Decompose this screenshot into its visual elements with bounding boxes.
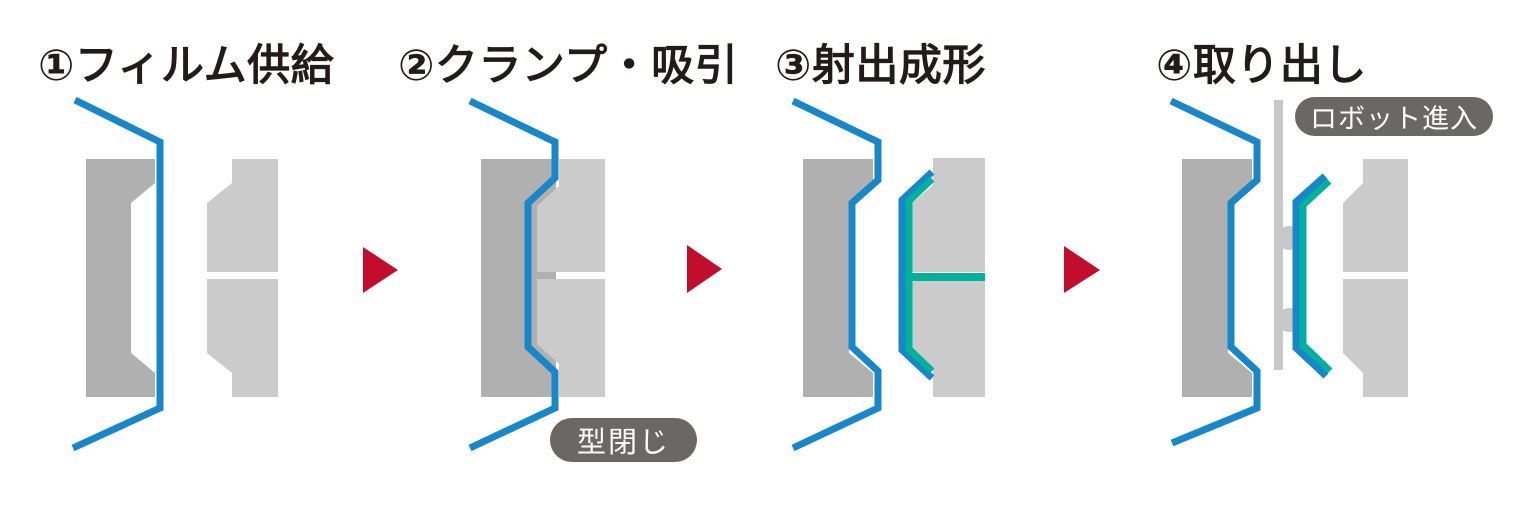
film-sheet-on-cavity [791,97,882,452]
panel-injection-molding [791,97,985,452]
panel-clamp-suction [468,97,605,452]
panel-film-supply [71,96,278,452]
core-mold-bottom [912,279,985,397]
mold-close-badge: 型閉じ [550,418,697,462]
step4-title: ④取り出し [1156,42,1367,90]
step3-title: ③射出成形 [775,42,986,90]
core-mold-top [207,159,278,272]
core-mold-bottom [537,279,605,397]
molded-resin-part [1299,178,1333,374]
core-mold-bottom [207,279,278,397]
film-layer-on-part [1292,173,1329,379]
core-mold-top [537,159,605,272]
step-arrow-icon [687,245,722,293]
step-arrow-icon [1064,246,1100,293]
step2-title: ②クランプ・吸引 [398,42,739,90]
step1-title: ①フィルム供給 [38,42,335,90]
robot-entry-badge: ロボット進入 [1295,97,1493,136]
core-mold-bottom [1343,279,1408,397]
cavity-mold [1182,159,1252,397]
film-sheet [71,96,164,452]
film-layer-on-part [898,169,935,381]
step-arrow-icon [363,247,398,293]
cavity-mold [803,159,873,397]
core-mold-top [912,158,985,272]
film-sheet-formed [468,97,559,452]
film-sheet-on-cavity [1169,97,1261,447]
panel-takeout [1169,97,1408,447]
core-mold-top [1343,159,1408,272]
cavity-mold [86,159,155,397]
